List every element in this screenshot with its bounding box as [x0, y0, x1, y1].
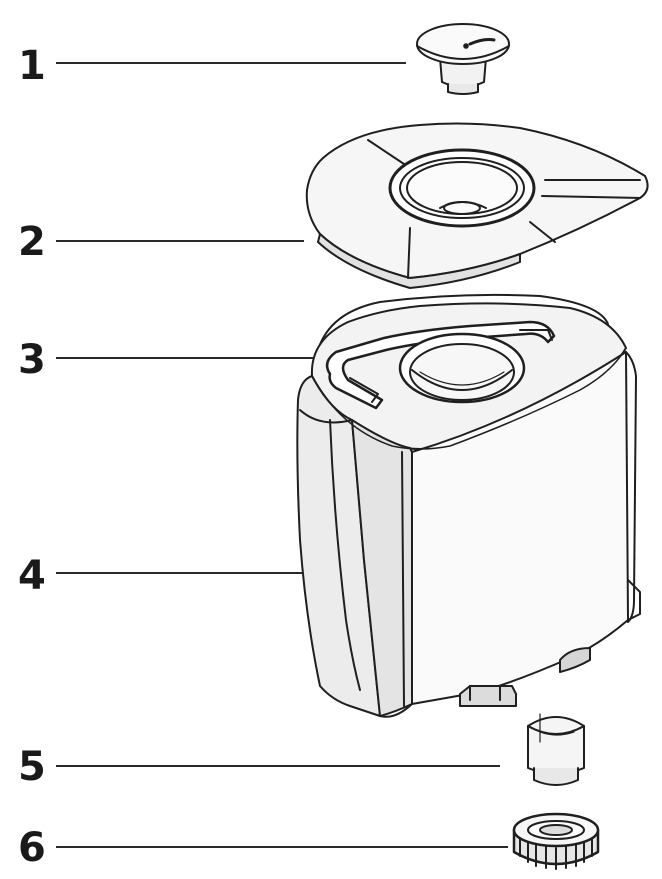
callout-number-6: 6: [18, 825, 46, 871]
part-3-handle: [325, 320, 556, 410]
callout-number-1: 1: [18, 43, 46, 89]
callout-number-2: 2: [18, 219, 46, 265]
leader-line-3: [56, 357, 372, 359]
callout-number-5: 5: [18, 744, 46, 790]
part-6-valve-ring: [512, 812, 600, 870]
part-5-valve: [527, 713, 585, 786]
leader-line-1: [56, 62, 406, 64]
leader-line-5: [56, 765, 500, 767]
part-2-tank-lid: [305, 122, 649, 289]
leader-line-6: [56, 846, 508, 848]
callout-number-3: 3: [18, 337, 46, 383]
leader-line-2: [56, 240, 304, 242]
part-1-cap: [416, 23, 510, 95]
callout-number-4: 4: [18, 553, 46, 599]
leader-line-4: [56, 572, 306, 574]
